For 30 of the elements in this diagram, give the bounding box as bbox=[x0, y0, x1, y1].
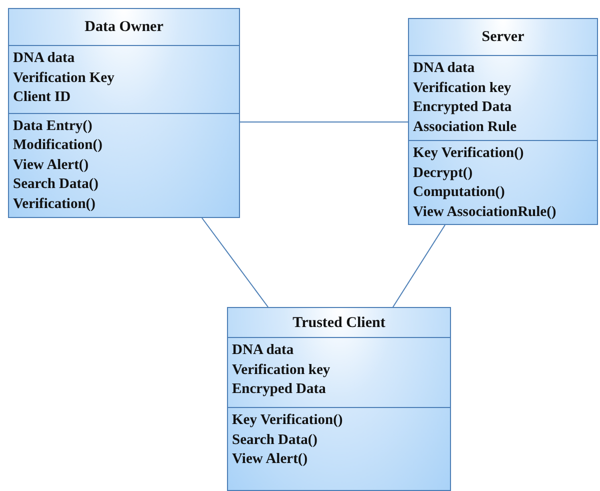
class-name: Trusted Client bbox=[228, 308, 450, 338]
method-text: View Alert() bbox=[232, 450, 309, 469]
method-text: Key Verification() bbox=[232, 411, 344, 430]
method-text: Search Data() bbox=[13, 175, 100, 194]
attribute-text: Client ID bbox=[13, 88, 72, 107]
method-text: Data Entry() bbox=[13, 116, 94, 136]
attribute-text: Verification key bbox=[413, 78, 512, 98]
attribute-text: Verification key bbox=[232, 360, 332, 380]
association-line bbox=[202, 218, 268, 308]
class-box bbox=[8, 8, 240, 218]
method-text: Search Data() bbox=[232, 430, 319, 450]
attribute-text: Association Rule bbox=[413, 118, 518, 136]
method-text: View AssociationRule() bbox=[413, 202, 558, 222]
association-line bbox=[392, 224, 446, 308]
class-name: Server bbox=[409, 19, 597, 56]
attribute-text: DNA data bbox=[413, 59, 476, 78]
attribute-text: Encrypted Data bbox=[413, 98, 513, 117]
attribute-text: Verification Key bbox=[13, 68, 116, 88]
class-box bbox=[227, 307, 451, 491]
method-text: Computation() bbox=[413, 183, 506, 202]
attribute-text: Encryped Data bbox=[232, 380, 327, 399]
attribute-text: DNA data bbox=[232, 341, 295, 360]
method-text: Verification() bbox=[13, 194, 96, 214]
method-text: Decrypt() bbox=[413, 164, 474, 182]
method-text: Modification() bbox=[13, 136, 104, 155]
method-text: Key Verification() bbox=[413, 144, 525, 163]
class-name: Data Owner bbox=[9, 9, 239, 46]
attribute-text: DNA data bbox=[13, 49, 76, 68]
class-box bbox=[408, 18, 598, 225]
method-text: View Alert() bbox=[13, 156, 90, 174]
